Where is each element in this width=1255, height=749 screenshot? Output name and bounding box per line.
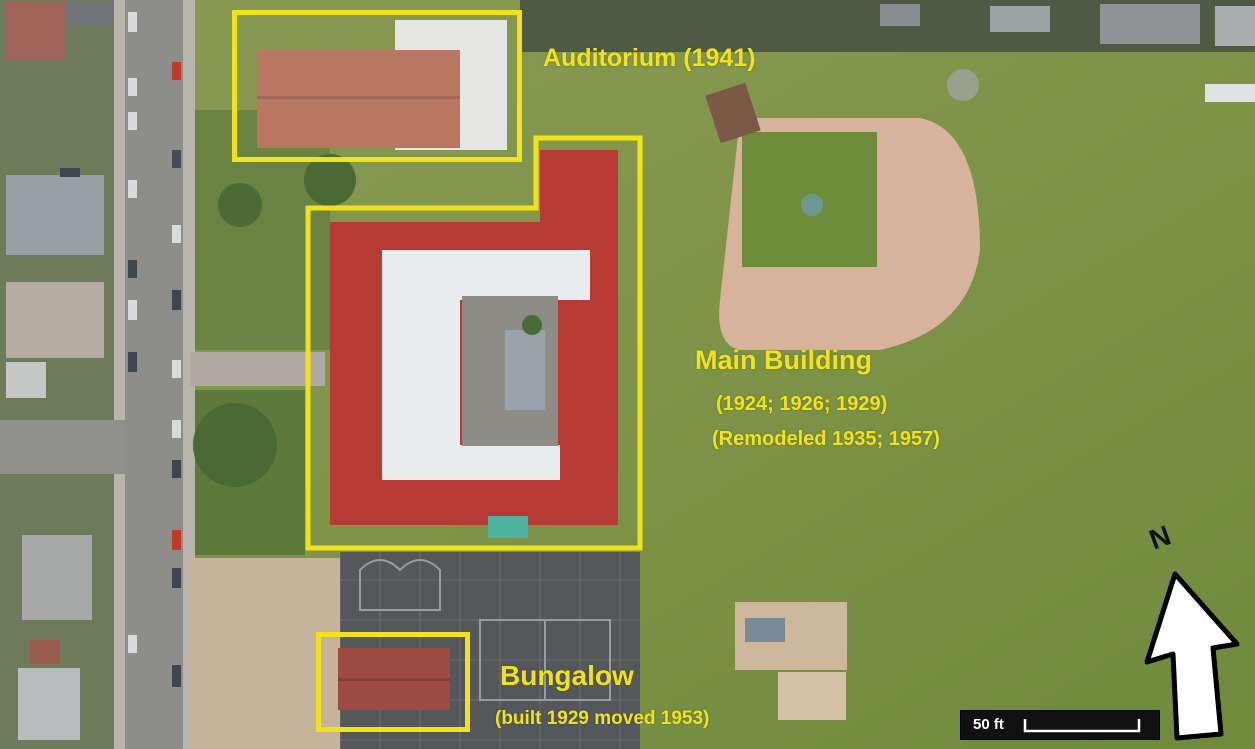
main-building-label: Main Building <box>695 345 872 375</box>
house-roof <box>30 640 60 664</box>
scale-bar: 50 ft <box>960 710 1160 740</box>
bungalow-roof-ridge <box>338 678 450 681</box>
play-structure <box>745 618 785 642</box>
north-house-roof <box>1100 4 1200 44</box>
auditorium-roof-ridge <box>257 96 460 99</box>
main-building-remodeled: (Remodeled 1935; 1957) <box>712 428 940 450</box>
auditorium-label: Auditorium (1941) <box>543 44 756 72</box>
house-roof <box>18 668 80 740</box>
scale-bar-label: 50 ft <box>973 716 1004 733</box>
shed-roof <box>1205 84 1255 102</box>
dirt-lot <box>190 558 340 749</box>
sand-playground <box>778 672 846 720</box>
house-roof <box>22 535 92 620</box>
bungalow-highlight-box <box>316 632 470 732</box>
north-house-roof <box>880 4 920 26</box>
auditorium-highlight-box <box>232 10 522 162</box>
field-marker <box>947 69 979 101</box>
pitchers-mound <box>801 194 823 216</box>
court-markings <box>359 559 611 701</box>
north-house-roof <box>990 6 1050 32</box>
north-house-roof <box>1215 6 1255 46</box>
house-roof <box>5 2 65 60</box>
house-roof <box>66 2 116 26</box>
tree <box>218 183 262 227</box>
house-roof <box>6 175 104 255</box>
courtyard-tree <box>522 315 542 335</box>
walkway <box>190 352 325 386</box>
scale-bar-line <box>1023 719 1141 733</box>
tree <box>193 403 277 487</box>
bungalow-note: (built 1929 moved 1953) <box>495 708 710 729</box>
courtyard-tables <box>505 330 545 410</box>
bungalow-label: Bungalow <box>500 660 634 691</box>
north-arrow-icon <box>1144 571 1240 741</box>
main-building-years: (1924; 1926; 1929) <box>716 393 888 415</box>
house-roof <box>6 362 46 398</box>
dugout <box>705 82 761 144</box>
sidewalk <box>114 0 128 749</box>
house-roof <box>6 282 104 358</box>
cross-driveway <box>0 420 125 474</box>
pool-cover <box>488 516 528 538</box>
